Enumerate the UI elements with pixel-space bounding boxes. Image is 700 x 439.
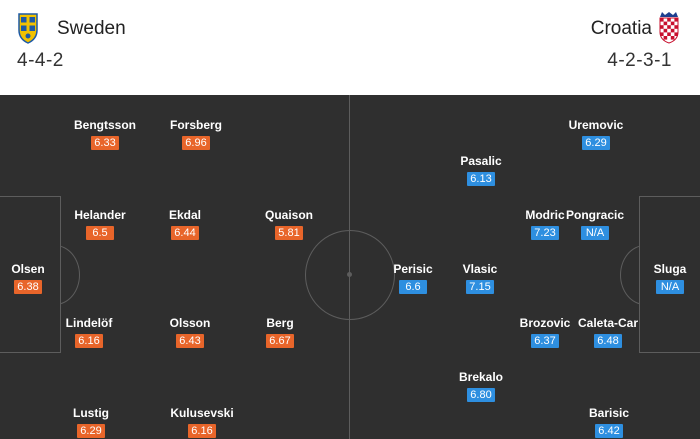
rating-badge: 5.81: [275, 226, 303, 240]
player-name: Perisic: [393, 262, 433, 276]
player-name: Olsen: [11, 262, 45, 276]
rating-badge: 6.96: [182, 136, 210, 150]
rating-badge: 7.23: [531, 226, 559, 240]
player-name: Lustig: [73, 406, 109, 420]
rating-badge: 6.67: [266, 334, 294, 348]
rating-badge: 6.29: [77, 424, 105, 438]
player-name: Vlasic: [462, 262, 498, 276]
rating-badge: 6.6: [399, 280, 427, 294]
player-uremovic[interactable]: Uremovic 6.29: [556, 118, 636, 151]
player-name: Ekdal: [168, 208, 201, 222]
player-name: Caleta-Car: [577, 316, 639, 330]
player-brekalo[interactable]: Brekalo 6.80: [441, 370, 521, 403]
rating-badge: 6.29: [582, 136, 610, 150]
player-caleta-car[interactable]: Caleta-Car 6.48: [568, 316, 648, 349]
player-kulusevski[interactable]: Kulusevski 6.16: [162, 406, 242, 439]
player-name: Kulusevski: [170, 406, 234, 420]
player-name: Barisic: [588, 406, 630, 420]
player-olsson[interactable]: Olsson 6.43: [150, 316, 230, 349]
player-name: Lindelöf: [65, 316, 113, 330]
player-ekdal[interactable]: Ekdal 6.44: [145, 208, 225, 241]
player-name: Forsberg: [169, 118, 222, 132]
rating-badge: 6.5: [86, 226, 114, 240]
player-name: Brekalo: [458, 370, 504, 384]
rating-badge: 6.38: [14, 280, 42, 294]
rating-badge: 6.33: [91, 136, 119, 150]
rating-badge: 6.43: [176, 334, 204, 348]
player-helander[interactable]: Helander 6.5: [60, 208, 140, 241]
player-name: Uremovic: [568, 118, 624, 132]
player-vlasic[interactable]: Vlasic 7.15: [440, 262, 520, 295]
player-brozovic[interactable]: Brozovic 6.37: [505, 316, 585, 349]
player-forsberg[interactable]: Forsberg 6.96: [156, 118, 236, 151]
player-lindelof[interactable]: Lindelöf 6.16: [49, 316, 129, 349]
player-quaison[interactable]: Quaison 5.81: [249, 208, 329, 241]
player-bengtsson[interactable]: Bengtsson 6.33: [65, 118, 145, 151]
player-name: Helander: [74, 208, 126, 222]
player-name: Pasalic: [460, 154, 502, 168]
player-lustig[interactable]: Lustig 6.29: [51, 406, 131, 439]
player-name: Olsson: [169, 316, 211, 330]
player-name: Quaison: [264, 208, 313, 222]
rating-badge: 6.80: [467, 388, 495, 402]
player-berg[interactable]: Berg 6.67: [240, 316, 320, 349]
player-name: Modric: [525, 208, 565, 222]
player-sluga[interactable]: Sluga N/A: [630, 262, 700, 295]
player-perisic[interactable]: Perisic 6.6: [373, 262, 453, 295]
player-name: Brozovic: [519, 316, 571, 330]
rating-badge: 6.13: [467, 172, 495, 186]
rating-badge: 6.16: [188, 424, 216, 438]
sweden-crest-icon: [18, 13, 38, 44]
rating-badge: 6.37: [531, 334, 559, 348]
rating-badge: 6.48: [594, 334, 622, 348]
player-name: Pongracic: [565, 208, 625, 222]
player-name: Berg: [266, 316, 294, 330]
rating-badge: 6.44: [171, 226, 199, 240]
rating-badge: 6.16: [75, 334, 103, 348]
rating-badge: N/A: [581, 226, 609, 240]
player-pasalic[interactable]: Pasalic 6.13: [441, 154, 521, 187]
pitch: Bengtsson 6.33 Forsberg 6.96 Helander 6.…: [0, 95, 700, 439]
away-formation: 4-2-3-1: [607, 50, 672, 71]
player-barisic[interactable]: Barisic 6.42: [569, 406, 649, 439]
home-formation: 4-4-2: [17, 50, 64, 71]
rating-badge: N/A: [656, 280, 684, 294]
player-pongracic[interactable]: Pongracic N/A: [555, 208, 635, 241]
croatia-crest-icon: [659, 12, 679, 44]
player-name: Sluga: [653, 262, 687, 276]
player-olsen[interactable]: Olsen 6.38: [0, 262, 68, 295]
center-circle: [305, 230, 395, 320]
match-header: Sweden 4-4-2 Croatia 4-2-3-1: [0, 0, 700, 95]
rating-badge: 7.15: [466, 280, 494, 294]
home-team-name[interactable]: Sweden: [57, 18, 126, 39]
center-spot: [347, 272, 352, 277]
player-name: Bengtsson: [73, 118, 136, 132]
away-team-name[interactable]: Croatia: [590, 18, 652, 39]
player-modric[interactable]: Modric 7.23: [505, 208, 585, 241]
rating-badge: 6.42: [595, 424, 623, 438]
